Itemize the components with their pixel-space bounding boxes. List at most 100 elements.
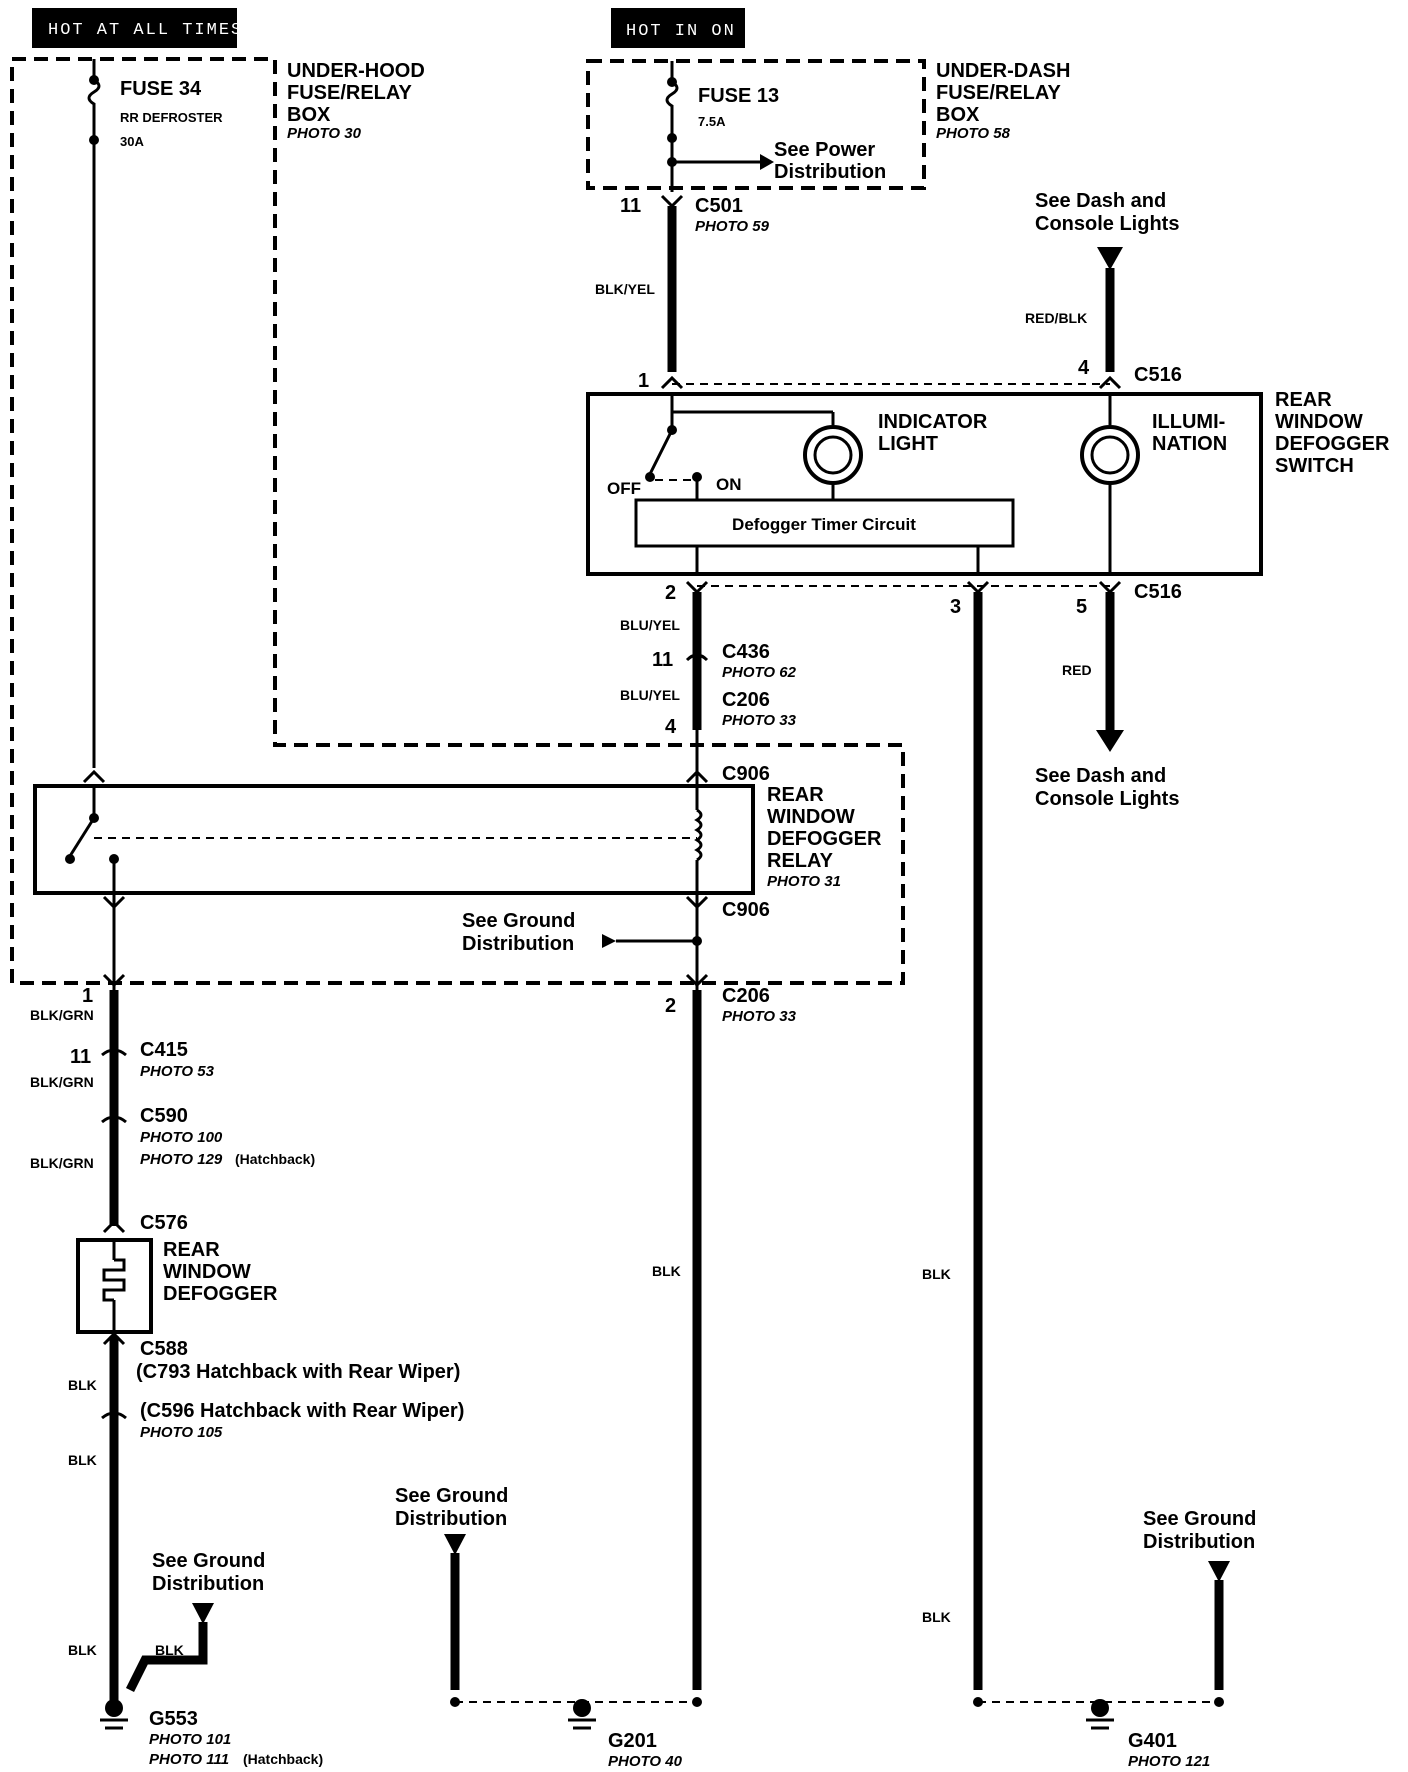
ground-relay-node (692, 936, 702, 946)
g201-photo: PHOTO 40 (608, 1753, 683, 1770)
dash-lights-bot-l1: See Dash and (1035, 765, 1166, 787)
fuse13-label: FUSE 13 (698, 85, 779, 107)
red-blk-label: RED/BLK (1025, 310, 1087, 326)
underhood-box-outline (10, 57, 905, 985)
header-hot-at-all-times: HOT AT ALL TIMES (48, 21, 243, 40)
c588-name: C588 (140, 1338, 188, 1360)
c590-photo2-note: (Hatchback) (235, 1151, 315, 1167)
c206-top-photo: PHOTO 33 (722, 712, 797, 729)
relay-l3: DEFOGGER (767, 828, 882, 850)
c576-label: C576 (140, 1212, 188, 1234)
g401-name: G401 (1128, 1730, 1177, 1752)
g401-ground-icon (1091, 1699, 1109, 1717)
g401-node-right (1214, 1697, 1224, 1707)
fuse34-desc: RR DEFROSTER (120, 110, 223, 125)
c588-alt: (C793 Hatchback with Rear Wiper) (136, 1361, 460, 1383)
g553-photo2-note: (Hatchback) (243, 1751, 323, 1767)
c501-connector (660, 194, 684, 209)
c206-bot-photo: PHOTO 33 (722, 1008, 797, 1025)
dash-lights-bot-l2: Console Lights (1035, 788, 1179, 810)
defogger-grid-icon (102, 1258, 126, 1302)
underdash-l3: BOX (936, 104, 980, 126)
c516-pin4-connector (1098, 375, 1122, 390)
fuse34-label: FUSE 34 (120, 78, 202, 100)
indicator-bulb-inner (813, 435, 853, 475)
g201-node-left (450, 1697, 460, 1707)
fuse34-rating: 30A (120, 134, 144, 149)
underdash-l1: UNDER-DASH (936, 60, 1070, 82)
blk-label-right-1: BLK (922, 1266, 951, 1282)
blk-label-right-2: BLK (922, 1609, 951, 1625)
fuse13-node-top (667, 77, 677, 87)
underhood-photo: PHOTO 30 (287, 125, 362, 142)
g553-ground-icon (105, 1699, 123, 1717)
switch-on-label: ON (716, 475, 742, 494)
indicator-l1: INDICATOR (878, 411, 988, 433)
dash-lights-top-l1: See Dash and (1035, 190, 1166, 212)
ground-relay-l2: Distribution (462, 933, 574, 955)
ground-relay-l1: See Ground (462, 910, 575, 932)
ground-left-arrow-icon (192, 1603, 214, 1624)
c596-connector (101, 1411, 127, 1420)
c588-connector (102, 1331, 126, 1346)
illumination-bulb-icon (1080, 425, 1140, 485)
ground-right-arrow-icon (1208, 1561, 1230, 1582)
c415-connector (101, 1048, 127, 1057)
c516-bot-pin3: 3 (950, 596, 961, 618)
power-dist-l2: Distribution (774, 161, 886, 183)
blk-label-1: BLK (68, 1377, 97, 1393)
c415-pin: 11 (70, 1046, 91, 1068)
c906-bot: C906 (722, 899, 770, 921)
c906-top: C906 (722, 763, 770, 785)
header-hot-at-all-times-box (32, 8, 237, 48)
g201-name: G201 (608, 1730, 657, 1752)
c516-bot-name: C516 (1134, 581, 1182, 603)
fuse13-symbol (665, 80, 679, 125)
c436-pin: 11 (652, 649, 673, 671)
relay-contact-blade (68, 817, 96, 857)
underhood-l1: UNDER-HOOD (287, 60, 425, 82)
dash-lights-top-l2: Console Lights (1035, 213, 1179, 235)
indicator-l2: LIGHT (878, 433, 938, 455)
illumination-l2: NATION (1152, 433, 1227, 455)
defogger-switch-box (586, 392, 1263, 576)
fuse34-node-top (89, 75, 99, 85)
c906-top-connector (685, 769, 709, 784)
blk-label-2: BLK (68, 1452, 97, 1468)
c516-bot-pin5: 5 (1076, 596, 1087, 618)
c590-name: C590 (140, 1105, 188, 1127)
c206-bot-pin: 2 (665, 995, 676, 1017)
c436-connector (685, 653, 709, 662)
blk-yel-label: BLK/YEL (595, 281, 655, 297)
relay-left-top-connector (82, 769, 106, 784)
switch-off-contact (645, 472, 655, 482)
blu-yel-label-1: BLU/YEL (620, 617, 680, 633)
ground-right-l1: See Ground (1143, 1508, 1256, 1530)
red-label: RED (1062, 662, 1092, 678)
underdash-box-outline (586, 59, 926, 190)
c436-photo: PHOTO 62 (722, 664, 797, 681)
c206-left-connector (102, 973, 126, 988)
c516-top-pin1: 1 (638, 370, 649, 392)
header-hot-in-on: HOT IN ON (626, 22, 736, 41)
dash-lights-top-arrow-icon (1097, 247, 1123, 270)
c590-connector (101, 1115, 127, 1124)
g553-name: G553 (149, 1708, 198, 1730)
c516-top-pin4: 4 (1078, 357, 1090, 379)
c415-photo: PHOTO 53 (140, 1063, 215, 1080)
blk-label-4: BLK (155, 1642, 184, 1658)
c501-pin: 11 (620, 195, 641, 217)
relay-coil-icon (694, 808, 703, 862)
defogger-timer-label: Defogger Timer Circuit (732, 515, 916, 534)
relay-l2: WINDOW (767, 806, 855, 828)
switch-l2: WINDOW (1275, 411, 1363, 433)
switch-off-label: OFF (607, 479, 641, 498)
ground-left-l2: Distribution (152, 1573, 264, 1595)
blk-grn-label-1: BLK/GRN (30, 1007, 94, 1023)
left-pin: 1 (82, 985, 93, 1007)
defogger-relay-box (33, 784, 755, 895)
blk-label-mid: BLK (652, 1263, 681, 1279)
switch-l4: SWITCH (1275, 455, 1354, 477)
relay-photo: PHOTO 31 (767, 873, 841, 890)
